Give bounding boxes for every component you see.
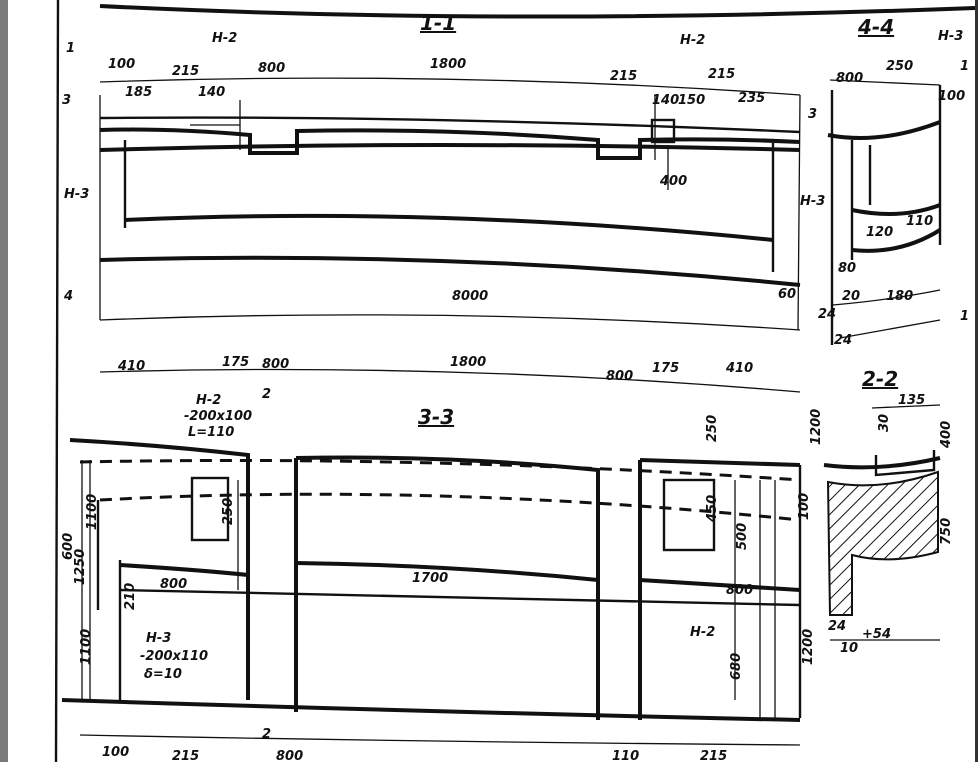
sec22-dim-54: +54 <box>862 627 891 642</box>
section-mark-3-left: 3 <box>62 93 71 108</box>
section-2-2-view <box>823 404 941 641</box>
section-mark-2-lower: 2 <box>262 727 271 742</box>
elev-dim-1200: 1200 <box>801 629 816 665</box>
sec22-dim-750: 750 <box>939 518 954 545</box>
plate-note-b: L=110 <box>188 425 234 440</box>
section-2-2-title: 2-2 <box>862 367 898 391</box>
callout-h2-left: H-2 <box>212 31 237 46</box>
elev-dim-410: 410 <box>117 359 145 374</box>
sec22-dim-24: 24 <box>828 619 846 634</box>
callout-h2-elev-left: H-2 <box>196 393 221 408</box>
dim-400: 400 <box>659 174 687 189</box>
section-mark-1-top: 1 <box>66 41 75 56</box>
dim-8000: 8000 <box>452 289 488 304</box>
side-dim-20: 20 <box>842 289 860 304</box>
elev-dim-1100b: 1100 <box>79 629 94 665</box>
section-4-4-title: 4-4 <box>857 15 894 39</box>
dim-100: 100 <box>108 57 135 72</box>
elev-dim-215: 215 <box>172 749 199 762</box>
callout-h3-top: H-3 <box>938 29 963 44</box>
dim-140b: 140 <box>652 93 679 108</box>
elev-dim-800c: 800 <box>160 577 187 592</box>
callout-h2-right: H-2 <box>680 33 705 48</box>
side-dim-80: 80 <box>838 261 856 276</box>
plate-note-d: δ=10 <box>144 667 182 682</box>
elev-dim-110: 110 <box>612 749 639 762</box>
plate-note-a: -200x100 <box>184 409 252 424</box>
elev-dim-1700: 1700 <box>412 571 448 586</box>
dim-140: 140 <box>198 85 225 100</box>
scan-right-border <box>975 0 978 762</box>
elev-dim-215b: 215 <box>700 749 727 762</box>
side-dim-180: 180 <box>886 289 913 304</box>
elev-dim-1800: 1800 <box>450 355 486 370</box>
elev-dim-800: 800 <box>262 357 289 372</box>
section-4-4-view <box>827 79 942 345</box>
section-mark-3-right: 3 <box>808 107 817 122</box>
sec22-dim-1200: 1200 <box>809 409 824 445</box>
callout-h2-elev-right: H-2 <box>690 625 715 640</box>
section-mark-4-left: 4 <box>63 289 73 304</box>
section-3-3-title: 3-3 <box>418 405 454 429</box>
elev-dim-100b: 100 <box>797 493 812 520</box>
dim-235: 235 <box>738 91 765 106</box>
elev-dim-1250: 1250 <box>73 549 88 585</box>
elev-dim-800e: 800 <box>276 749 303 762</box>
side-dim-24: 24 <box>818 307 836 322</box>
elev-dim-450: 450 <box>705 495 720 523</box>
sec22-dim-135: 135 <box>898 393 925 408</box>
frame-left-line <box>54 0 60 762</box>
dim-185: 185 <box>125 85 152 100</box>
elev-dim-800b: 800 <box>606 369 633 384</box>
scan-left-border <box>0 0 8 762</box>
elev-dim-100: 100 <box>102 745 129 760</box>
elev-dim-410b: 410 <box>725 361 753 376</box>
frame-top-line <box>99 4 976 19</box>
callout-h3-right: H-3 <box>800 194 825 209</box>
sec22-dim-10: 10 <box>840 641 858 656</box>
dim-1800: 1800 <box>430 57 466 72</box>
dim-215: 215 <box>172 64 199 79</box>
sec22-dim-30: 30 <box>877 414 892 432</box>
section-mark-1-right-top: 1 <box>960 59 969 74</box>
side-dim-250: 250 <box>886 59 913 74</box>
callout-h3-left: H-3 <box>64 187 89 202</box>
elev-dim-175b: 175 <box>652 361 679 376</box>
plate-note-c: -200x110 <box>140 649 208 664</box>
elev-dim-500: 500 <box>735 523 750 550</box>
dim-800: 800 <box>258 61 285 76</box>
side-dim-800: 800 <box>836 71 863 86</box>
dim-215c: 215 <box>708 67 735 82</box>
side-dim-24b: 24 <box>834 333 852 348</box>
elev-dim-175: 175 <box>222 355 249 370</box>
section-mark-2-upper: 2 <box>262 387 271 402</box>
dim-60: 60 <box>778 287 796 302</box>
elevation-vertical-dims: 600 1250 1100 210 250 1100 450 500 680 1… <box>61 415 816 680</box>
side-dim-100: 100 <box>938 89 965 104</box>
elev-dim-680: 680 <box>729 653 744 680</box>
elev-dim-600: 600 <box>61 533 76 560</box>
callout-h3-elev: H-3 <box>146 631 171 646</box>
side-dim-110: 110 <box>906 214 933 229</box>
sec22-dim-400: 400 <box>939 421 954 449</box>
section-mark-1-right-bottom: 1 <box>960 309 969 324</box>
section-1-1-title: 1-1 <box>420 11 456 35</box>
elev-dim-250: 250 <box>221 498 236 525</box>
elev-dim-800d: 800 <box>726 583 753 598</box>
section-1-1-view <box>99 77 801 331</box>
elev-dim-250b: 250 <box>705 415 720 442</box>
elev-dim-210: 210 <box>123 583 138 610</box>
side-dim-120: 120 <box>866 225 893 240</box>
section-3-3-view <box>61 368 802 746</box>
dim-150: 150 <box>678 93 705 108</box>
dim-215b: 215 <box>610 69 637 84</box>
elev-dim-1100: 1100 <box>85 494 100 530</box>
